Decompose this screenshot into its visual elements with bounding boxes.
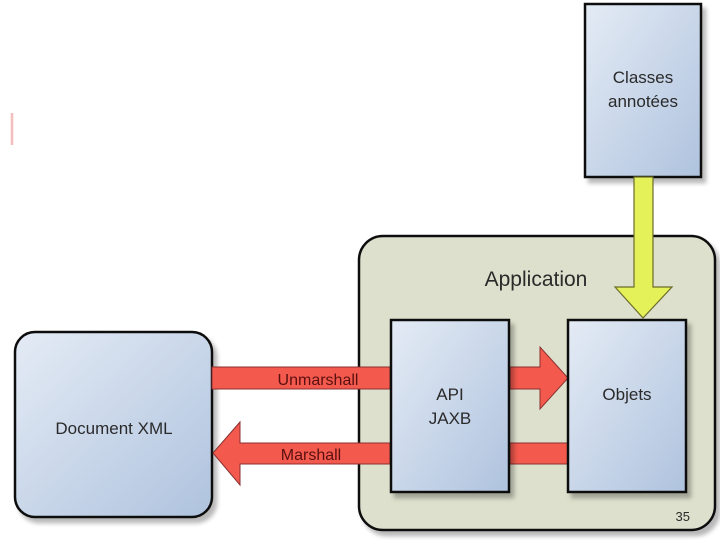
decorative-mark bbox=[10, 113, 14, 145]
node-objets-label: Objets bbox=[602, 385, 651, 404]
node-api-label-line2: JAXB bbox=[429, 409, 472, 428]
node-application-label: Application bbox=[485, 268, 588, 291]
node-classes-label-line2: annotées bbox=[608, 92, 678, 111]
edge-unmarshall-label: Unmarshall bbox=[278, 372, 359, 389]
node-objets bbox=[566, 318, 688, 494]
edge-annotation-arrow bbox=[613, 176, 674, 319]
node-api-label-line1: API bbox=[436, 385, 463, 404]
node-document-xml bbox=[13, 330, 214, 519]
node-document-xml-label: Document XML bbox=[55, 419, 172, 438]
node-classes-label-line1: Classes bbox=[613, 68, 673, 87]
edge-unmarshall-arrow bbox=[211, 345, 569, 411]
node-api-jaxb bbox=[389, 318, 511, 494]
edge-marshall-arrow bbox=[212, 420, 569, 487]
page-number: 35 bbox=[676, 509, 690, 524]
node-classes-annotees bbox=[583, 2, 703, 179]
edge-marshall-label: Marshall bbox=[281, 447, 341, 464]
